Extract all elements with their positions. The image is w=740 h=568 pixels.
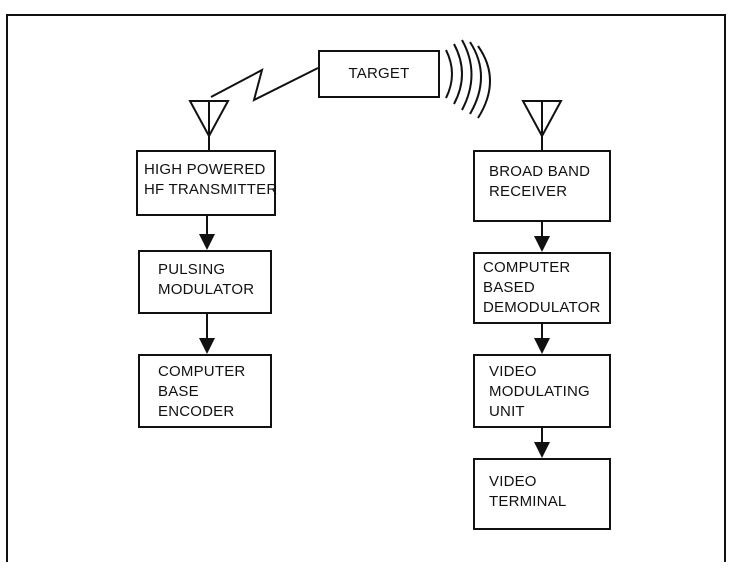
demodulator-line-2: BASED bbox=[483, 279, 535, 296]
transmitter-antenna-icon bbox=[188, 100, 230, 150]
pulsing-modulator-line-2: MODULATOR bbox=[158, 281, 255, 298]
target-box: TARGET bbox=[318, 50, 440, 98]
video-terminal-line-2: TERMINAL bbox=[489, 493, 567, 510]
video-modulating-line-1: VIDEO bbox=[489, 363, 537, 380]
transmit-signal-path bbox=[210, 67, 319, 102]
video-modulating-line-2: MODULATING bbox=[489, 383, 590, 400]
computer-based-demodulator-box: COMPUTER BASED DEMODULATOR bbox=[473, 252, 611, 324]
receiver-line-1: BROAD BAND bbox=[489, 163, 591, 180]
broad-band-receiver-box: BROAD BAND RECEIVER bbox=[473, 150, 611, 222]
video-modulating-line-3: UNIT bbox=[489, 403, 525, 420]
encoder-line-3: ENCODER bbox=[158, 403, 235, 420]
pulsing-modulator-box: PULSING MODULATOR bbox=[138, 250, 272, 314]
target-label: TARGET bbox=[348, 65, 410, 82]
hf-transmitter-box: HIGH POWERED HF TRANSMITTER bbox=[136, 150, 278, 216]
pulsing-modulator-line-1: PULSING bbox=[158, 261, 226, 278]
demodulator-line-3: DEMODULATOR bbox=[483, 299, 601, 316]
hf-transmitter-line-1: HIGH POWERED bbox=[144, 161, 266, 178]
demodulator-line-1: COMPUTER bbox=[483, 259, 571, 276]
receiver-antenna-icon bbox=[521, 100, 563, 150]
video-terminal-line-1: VIDEO bbox=[489, 473, 537, 490]
receiver-line-2: RECEIVER bbox=[489, 183, 568, 200]
hf-transmitter-line-2: HF TRANSMITTER bbox=[144, 181, 278, 198]
encoder-line-2: BASE bbox=[158, 383, 199, 400]
encoder-line-1: COMPUTER bbox=[158, 363, 246, 380]
computer-base-encoder-box: COMPUTER BASE ENCODER bbox=[138, 354, 272, 428]
diagram-frame bbox=[6, 14, 726, 562]
video-modulating-unit-box: VIDEO MODULATING UNIT bbox=[473, 354, 611, 428]
video-terminal-box: VIDEO TERMINAL bbox=[473, 458, 611, 530]
reflected-waves-icon bbox=[445, 39, 491, 119]
